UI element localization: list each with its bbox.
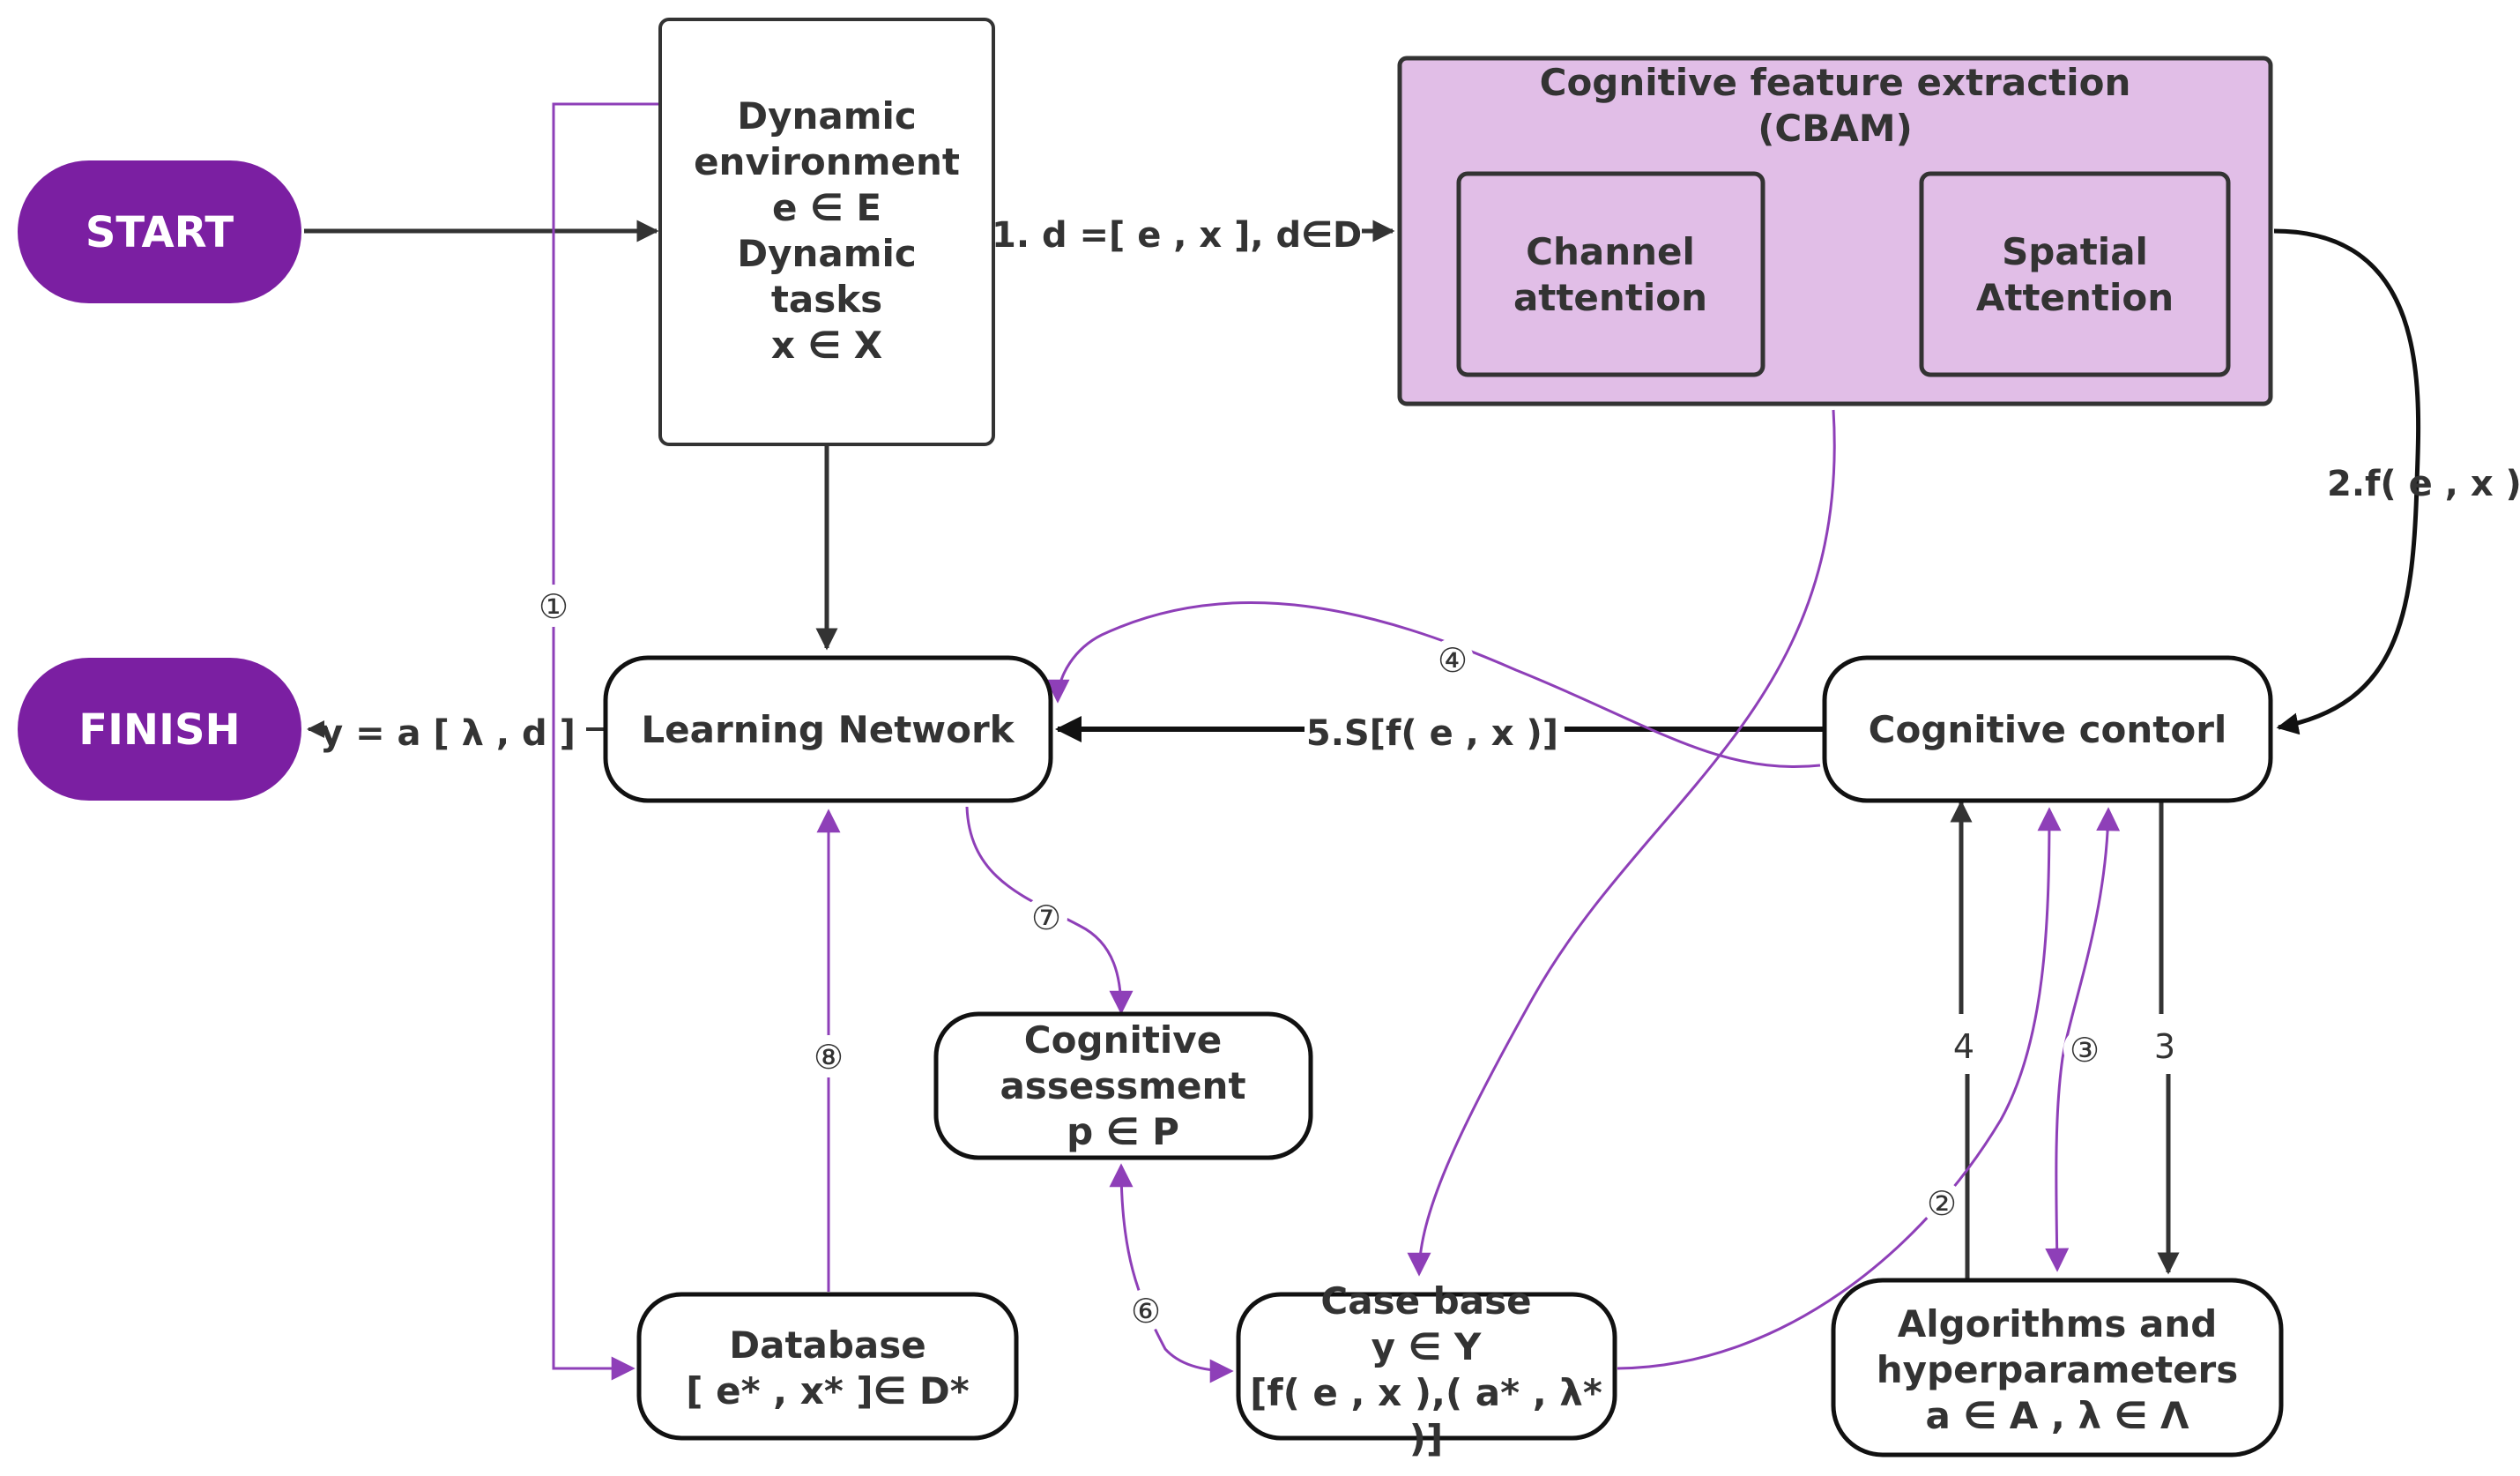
casebase-line2: y ∈ Y: [1372, 1325, 1482, 1368]
edge-label-d: 1. d =[ e , x ], d∈D: [992, 215, 1362, 256]
circle-4-bg: [1431, 638, 1474, 681]
edge-label-y: y = a [ λ , d ]: [320, 713, 576, 754]
learning-network-label: Learning Network: [641, 708, 1015, 751]
cognitive-assessment-line3: p ∈ P: [1067, 1110, 1179, 1153]
svg-text:environment: environment: [694, 140, 960, 183]
casebase-line4: )]: [1409, 1417, 1443, 1460]
edge-label-s: 5.S[f( e , x )]: [1306, 713, 1558, 754]
learning-network-node: [603, 655, 1053, 803]
edge-cbam-to-casebase: [1407, 409, 1836, 1277]
database-node: [636, 1292, 1019, 1441]
cbam-subtitle: (CBAM): [1758, 107, 1913, 150]
svg-text:Dynamic: Dynamic: [737, 94, 917, 138]
circled-2: ②: [1927, 1184, 1957, 1223]
edge-learning-to-assessment: [965, 806, 1134, 1015]
edge-label-three-bg: [2149, 1021, 2179, 1069]
spatial-attention-line1: Spatial: [2002, 230, 2148, 273]
casebase-line1: Case base: [1320, 1279, 1531, 1323]
circle-6-bg: [1125, 1289, 1167, 1331]
channel-attention-node: [1456, 171, 1765, 377]
edge-control-algorithms-bidir: [2045, 807, 2121, 1272]
environment-node: [658, 18, 995, 446]
circle-1-bg: [532, 585, 575, 627]
algorithms-line3: a ∈ A , λ ∈ Λ: [1926, 1394, 2189, 1437]
start-label: START: [85, 208, 234, 257]
circle-2-bg: [1921, 1182, 1963, 1224]
edge-label-four: 4: [1953, 1027, 1974, 1066]
svg-text:x ∈ X: x ∈ X: [771, 324, 882, 367]
channel-attention-line1: Channel: [1526, 230, 1695, 273]
algorithms-node: [1831, 1278, 2284, 1457]
channel-attention-line2: attention: [1513, 276, 1707, 319]
svg-text:Dynamic: Dynamic: [737, 232, 917, 275]
circle-8-bg: [807, 1035, 850, 1077]
circled-1: ①: [539, 587, 569, 626]
start-node: [18, 160, 301, 303]
algorithms-line2: hyperparameters: [1877, 1348, 2239, 1391]
database-line1: Database: [729, 1323, 926, 1367]
edge-label-f: 2.f( e , x ): [2327, 464, 2520, 504]
cognitive-control-label: Cognitive contorl: [1869, 708, 2227, 751]
edge-spatial-to-control: [2273, 228, 2421, 735]
finish-label: FINISH: [78, 705, 240, 755]
cognitive-assessment-line2: assessment: [1000, 1064, 1245, 1107]
edge-label-three: 3: [2154, 1027, 2175, 1066]
database-line2: [ e* , x* ]∈ D*: [686, 1369, 969, 1413]
edge-label-four-bg: [1948, 1021, 1978, 1069]
circle-7-bg: [1025, 896, 1067, 938]
circle-3-bg: [2063, 1028, 2106, 1070]
edge-assessment-casebase: [1109, 1163, 1234, 1383]
circled-3: ③: [2070, 1031, 2100, 1070]
circled-8: ⑧: [814, 1038, 844, 1077]
circled-6: ⑥: [1131, 1292, 1161, 1331]
svg-text:tasks: tasks: [771, 278, 882, 321]
svg-text:e ∈ E: e ∈ E: [772, 186, 881, 229]
spatial-attention-line2: Attention: [1976, 276, 2174, 319]
cbam-title: Cognitive feature extraction: [1540, 61, 2131, 104]
casebase-node: [1236, 1292, 1617, 1441]
algorithms-line1: Algorithms and: [1898, 1302, 2218, 1346]
spatial-attention-node: [1919, 171, 2231, 377]
edge-control-to-learning-curve: [1045, 601, 1821, 769]
cognitive-assessment-node: [933, 1011, 1313, 1160]
edge-environment-to-database: [552, 102, 659, 1381]
environment-text: Dynamic environment e ∈ E Dynamic tasks …: [694, 94, 960, 367]
finish-node: [18, 658, 301, 801]
casebase-line3: [f( e , x ),( a* , λ*: [1250, 1371, 1602, 1414]
cognitive-control-node: [1822, 655, 2273, 803]
circled-4: ④: [1438, 641, 1468, 680]
cognitive-assessment-line1: Cognitive: [1024, 1018, 1222, 1062]
circled-7: ⑦: [1031, 898, 1061, 937]
